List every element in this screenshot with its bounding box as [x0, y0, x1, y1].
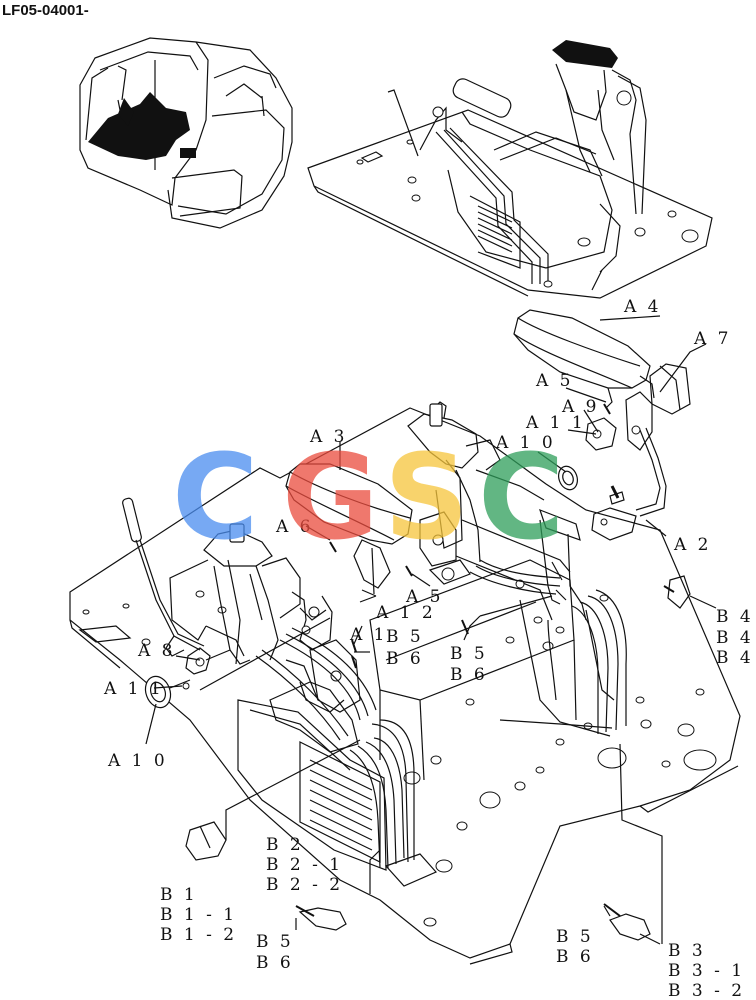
label-a2: A 2 [673, 535, 712, 555]
label-b3-2: B 3 - 2 [668, 981, 745, 1000]
left-control-stand [169, 523, 333, 665]
floor-plate [69, 407, 741, 965]
part-labels: A 4 A 7 A 5 A 9 A 1 1 A 1 0 A 3 A 6 A 2 … [103, 297, 754, 1000]
label-a9: A 9 [561, 397, 600, 417]
armrest-bracket [585, 363, 691, 541]
label-b4-3: B 4 [716, 648, 754, 668]
diagram-code: LF05-04001- [2, 2, 89, 19]
label-a1: A 1 [349, 625, 388, 645]
watermark-letter-s: S [384, 428, 469, 566]
excavator-overview [79, 37, 293, 229]
label-b1-2: B 1 - 2 [160, 925, 237, 945]
label-a5-top: A 5 [535, 371, 574, 391]
lower-bracket [269, 639, 361, 753]
label-b1-1: B 1 - 1 [160, 905, 237, 925]
label-a10-left: A 1 0 [107, 751, 168, 771]
label-a4: A 4 [623, 297, 662, 317]
label-a3: A 3 [309, 427, 348, 447]
armrest-right [513, 309, 651, 409]
label-a11-top: A 1 1 [525, 413, 586, 433]
label-b1: B 1 [160, 885, 198, 905]
label-b5-upper: B 5 [386, 627, 424, 647]
label-a6: A 6 [275, 517, 314, 537]
watermark-letter-c2: C [478, 428, 565, 566]
label-a12: A 1 2 [375, 603, 436, 623]
label-b3-1: B 3 - 1 [668, 961, 745, 981]
label-b5-lower-right: B 5 [556, 927, 594, 947]
label-a7: A 7 [693, 329, 732, 349]
leader-lines [145, 315, 717, 945]
label-a8: A 8 [137, 641, 176, 661]
label-a10-top: A 1 0 [495, 433, 556, 453]
label-b6-upper: B 6 [386, 649, 424, 669]
label-b5-lower-left: B 5 [256, 932, 294, 952]
label-b3: B 3 [668, 941, 706, 961]
label-b2-1: B 2 - 1 [266, 855, 343, 875]
label-b2-2: B 2 - 2 [266, 875, 343, 895]
label-a5-mid: A 5 [405, 587, 444, 607]
console-assembly-overview [307, 40, 713, 299]
lock-lever [122, 497, 205, 657]
hose-bundles [255, 559, 627, 869]
label-b4-1: B 4 [716, 607, 754, 627]
armrest-left [285, 463, 413, 595]
label-b5-center: B 5 [450, 644, 488, 664]
label-b6-lower-left: B 6 [256, 953, 294, 973]
label-b4-2: B 4 [716, 628, 754, 648]
label-a11-left: A 1 1 [103, 679, 164, 699]
watermark-logo: C G S C [172, 428, 565, 566]
label-b6-center: B 6 [450, 665, 488, 685]
watermark-letter-c: C [172, 428, 259, 566]
label-b6-lower-right: B 6 [556, 947, 594, 967]
watermark-letter-g: G [282, 428, 379, 566]
label-b2: B 2 [266, 835, 304, 855]
